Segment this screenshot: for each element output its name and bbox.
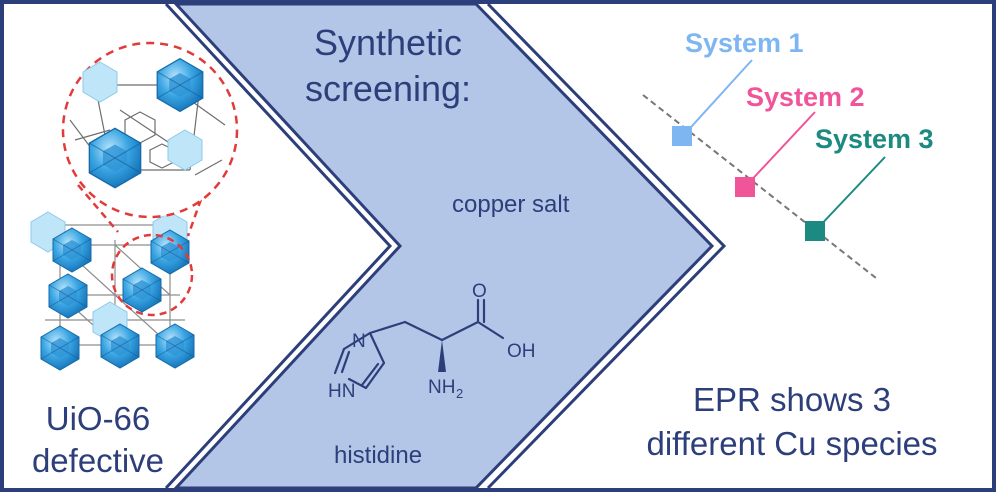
system-3-marker — [805, 221, 825, 241]
zoom-callout — [61, 41, 239, 317]
label-oh: OH — [507, 341, 536, 362]
label-nh2-subscript: 2 — [456, 386, 463, 401]
epr-systems-plot — [642, 59, 886, 279]
epr-summary: EPR shows 3 different Cu species — [614, 378, 970, 466]
screening-title-line2: screening: — [304, 68, 472, 109]
uio66-label-line2: defective — [31, 442, 165, 479]
system-2-label: System 2 — [746, 82, 865, 112]
histidine-labels: N HN O OH NH 2 — [328, 281, 536, 402]
screening-title: Synthetic screening: — [248, 20, 528, 112]
system-1-marker — [672, 126, 692, 146]
system-2-leader — [744, 111, 816, 188]
label-n: N — [352, 331, 366, 352]
uio66-framework-illustration — [30, 211, 195, 371]
system-1-leader — [681, 59, 753, 138]
epr-summary-line1: EPR shows 3 — [692, 381, 892, 418]
label-hn: HN — [328, 381, 355, 402]
screening-chevron — [172, 2, 715, 490]
system-2-marker — [735, 177, 755, 197]
epr-summary-line2: different Cu species — [646, 425, 938, 462]
reagent-histidine: histidine — [334, 442, 423, 469]
system-3-leader — [814, 156, 886, 232]
label-nh2: NH — [428, 377, 455, 398]
left-chevron-outline — [164, 2, 393, 490]
right-chevron-outline — [486, 2, 727, 490]
system-3-label: System 3 — [815, 124, 934, 154]
histidine-structure — [333, 298, 505, 390]
uio66-label: UiO-66 defective — [0, 398, 196, 482]
screening-title-line1: Synthetic — [313, 22, 463, 63]
uio66-label-line1: UiO-66 — [45, 400, 151, 437]
system-1-label: System 1 — [685, 28, 804, 58]
reagent-copper-salt: copper salt — [452, 191, 570, 218]
label-o: O — [472, 281, 487, 302]
